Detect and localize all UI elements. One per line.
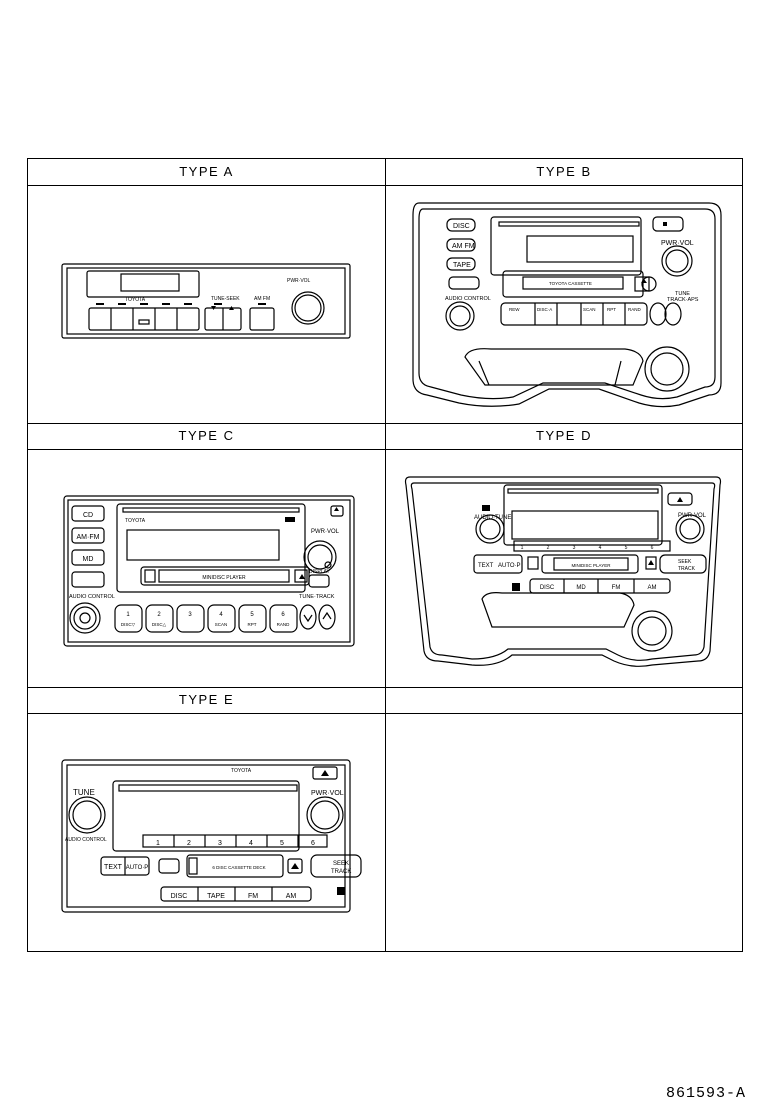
brand-label: TOYOTA (125, 518, 146, 524)
preset-3[interactable]: 3 (188, 612, 192, 618)
type-a-radio-drawing: TOYOTA TUNE-SEEK AM FM PWR·VOL (61, 263, 351, 339)
preset-1[interactable]: 1 (126, 612, 130, 618)
disc-button[interactable]: DISC (171, 893, 188, 900)
svg-text:RAND: RAND (277, 622, 291, 627)
fm-button[interactable]: FM (248, 893, 258, 900)
auto-p-button[interactable]: AUTO·P (126, 865, 149, 871)
preset-4[interactable]: 4 (599, 545, 602, 551)
pwr-vol-label: PWR·VOL (311, 529, 340, 535)
type-e-header: TYPE E (178, 692, 235, 707)
tune-label: TUNE (73, 788, 95, 797)
am-button[interactable]: AM (648, 585, 657, 591)
preset-3[interactable]: 3 (573, 545, 576, 551)
preset-6[interactable]: 6 (311, 840, 315, 847)
am-fm-label: AM FM (254, 296, 270, 302)
track-label: TRACK (678, 566, 696, 572)
tune-track-label: TUNE·TRACK (299, 594, 335, 600)
row-divider (28, 423, 742, 424)
type-a-header: TYPE A (179, 164, 234, 179)
rand-label: RAND (628, 307, 642, 312)
disc-button[interactable]: DISC (540, 585, 555, 591)
preset-strip: 1 2 3 4 5 6 (156, 840, 315, 847)
row-divider (28, 713, 742, 714)
pwr-vol-label: PWR·VOL (678, 513, 707, 519)
preset-5[interactable]: 5 (625, 545, 628, 551)
audio-tune-label: AUDIO·TUNE (474, 515, 511, 521)
type-d-header: TYPE D (536, 428, 592, 443)
column-divider (385, 159, 386, 951)
track-aps-label: TRACK·APS (667, 297, 699, 303)
type-b-radio-drawing: DISC AM FM TAPE PWR·VOL TOYOTA CASSETTE … (409, 199, 723, 411)
type-c-radio-drawing: CD AM·FM MD TOYOTA PWR·VOL DISPLAY MINID… (63, 495, 355, 647)
brand-label: TOYOTA (231, 768, 252, 774)
preset-5[interactable]: 5 (250, 612, 254, 618)
empty-header (386, 687, 742, 713)
md-button[interactable]: MD (83, 556, 94, 563)
md-button[interactable]: MD (576, 585, 586, 591)
brand-label: TOYOTA (125, 297, 146, 303)
rew-label: REW (509, 307, 520, 312)
preset-3[interactable]: 3 (218, 840, 222, 847)
audio-control-label: AUDIO CONTROL (69, 594, 115, 600)
type-e-radio-drawing: TOYOTA TUNE PWR·VOL AUDIO CONTROL TEXT A… (61, 759, 362, 913)
tape-slot-label: TOYOTA CASSETTE (549, 281, 592, 286)
pwr-vol-label: PWR·VOL (311, 790, 344, 797)
row-divider (28, 185, 742, 186)
scan-label: SCAN (583, 307, 596, 312)
am-button[interactable]: AM (286, 893, 297, 900)
figure-code: 861593-A (665, 1085, 746, 1102)
preset-4[interactable]: 4 (219, 612, 223, 618)
preset-2[interactable]: 2 (547, 545, 550, 551)
preset-1[interactable]: 1 (156, 840, 160, 847)
type-d-radio-drawing: AUDIO·TUNE PWR·VOL TEXT AUTO·P MINIDISC … (402, 471, 724, 671)
row-divider (28, 449, 742, 450)
preset-6[interactable]: 6 (281, 612, 285, 618)
am-fm-button[interactable]: AM·FM (77, 534, 100, 541)
display-label: DISPLAY (309, 569, 330, 575)
track-label: TRACK (331, 869, 351, 875)
fm-button[interactable]: FM (612, 585, 621, 591)
cd-button[interactable]: CD (83, 512, 93, 519)
am-fm-button[interactable]: AM FM (452, 243, 475, 250)
audio-control-label: AUDIO CONTROL (65, 837, 107, 843)
auto-p-button[interactable]: AUTO·P (498, 563, 521, 569)
seek-label: SEEK (678, 559, 692, 565)
audio-control-label: AUDIO CONTROL (445, 296, 491, 302)
preset-4[interactable]: 4 (249, 840, 253, 847)
disc-a-label: DISC·A (537, 307, 552, 312)
preset-6[interactable]: 6 (651, 545, 654, 551)
svg-text:SCAN: SCAN (215, 622, 228, 627)
tape-slot-label: MINIDISC PLAYER (202, 575, 246, 581)
tape-slot-label: 6 DISC CASSETTE DECK (212, 865, 265, 870)
tune-label: TUNE (675, 291, 690, 297)
svg-text:DISC▽: DISC▽ (121, 622, 136, 627)
tape-button[interactable]: TAPE (207, 893, 225, 900)
preset-2[interactable]: 2 (187, 840, 191, 847)
svg-text:RPT: RPT (248, 622, 257, 627)
svg-text:DISC△: DISC△ (152, 622, 167, 627)
tape-button[interactable]: TAPE (453, 262, 471, 269)
text-button[interactable]: TEXT (104, 864, 123, 871)
seek-label: SEEK (333, 861, 349, 867)
row-divider (28, 687, 742, 688)
rpt-label: RPT (607, 307, 616, 312)
type-b-header: TYPE B (536, 164, 592, 179)
preset-2[interactable]: 2 (157, 612, 161, 618)
disc-button[interactable]: DISC (453, 223, 470, 230)
preset-1[interactable]: 1 (521, 545, 524, 551)
tape-slot-label: MINIDISC PLAYER (572, 563, 612, 568)
pwr-vol-label: PWR·VOL (661, 240, 694, 247)
preset-5[interactable]: 5 (280, 840, 284, 847)
radio-type-table: TYPE A TYPE B TYPE C TYPE D TYPE E (27, 158, 743, 952)
text-button[interactable]: TEXT (478, 563, 494, 569)
pwr-vol-label: PWR·VOL (287, 278, 311, 284)
tune-seek-label: TUNE-SEEK (211, 296, 240, 302)
type-c-header: TYPE C (178, 428, 235, 443)
preset-strip: 1 2 3 4 5 6 (521, 545, 654, 551)
